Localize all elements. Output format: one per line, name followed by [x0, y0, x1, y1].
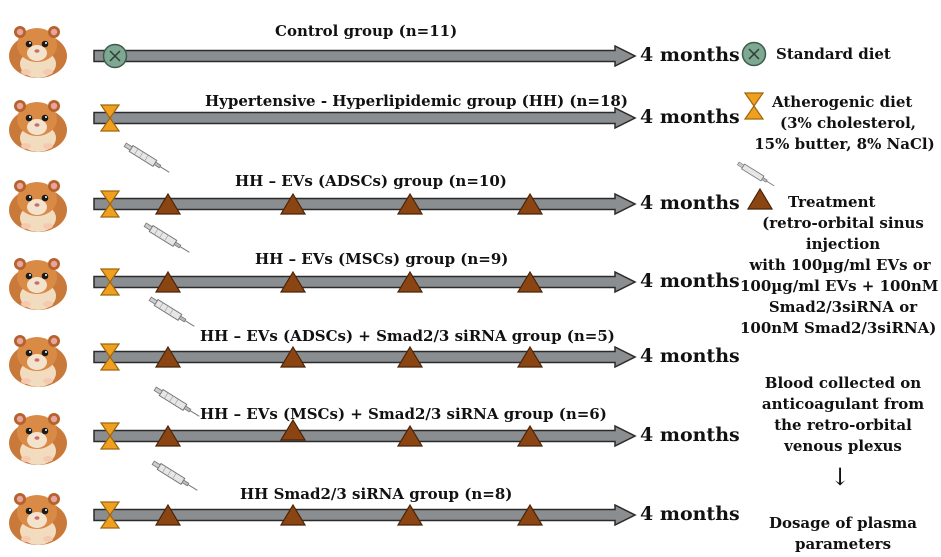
group-title: HH Smad2/3 siRNA group (n=8) — [240, 485, 513, 503]
triangle-icon — [517, 504, 543, 526]
down-arrow-icon: ↓ — [830, 463, 851, 491]
timeline-arrow — [93, 45, 637, 67]
legend-treatment-line-6: Smad2/3siRNA or — [768, 298, 918, 316]
legend-treatment-line-1: Treatment — [788, 193, 876, 211]
hamster-icon — [4, 96, 70, 154]
hourglass-icon — [100, 343, 120, 371]
duration-label: 4 months — [640, 106, 740, 128]
legend-treatment-line-4: with 100µg/ml EVs or — [749, 256, 931, 274]
group-title: HH – EVs (ADSCs) + Smad2/3 siRNA group (… — [200, 327, 615, 345]
triangle-icon — [517, 193, 543, 215]
arrow-shaft — [93, 193, 637, 215]
legend-blood-line-1: Blood collected on — [764, 374, 922, 392]
standard-diet-icon — [741, 41, 767, 67]
triangle-icon — [747, 188, 773, 210]
group-title: Hypertensive - Hyperlipidemic group (HH)… — [205, 92, 628, 110]
syringe-icon — [150, 386, 204, 420]
hamster-icon — [4, 409, 70, 467]
group-row: HH – EVs (MSCs) + Smad2/3 siRNA group (n… — [0, 405, 740, 475]
triangle-icon — [155, 425, 181, 447]
triangle-icon — [397, 193, 423, 215]
hourglass-icon — [100, 422, 120, 450]
duration-label: 4 months — [640, 424, 740, 446]
timeline-arrow — [93, 193, 637, 215]
standard-diet-icon — [102, 43, 128, 69]
triangle-icon — [280, 504, 306, 526]
hourglass-icon — [100, 501, 120, 529]
hourglass-icon — [100, 104, 120, 132]
hourglass-icon — [100, 268, 120, 296]
triangle-icon — [155, 193, 181, 215]
arrow-shaft — [93, 45, 637, 67]
triangle-icon — [397, 425, 423, 447]
arrow-shaft — [93, 504, 637, 526]
legend-blood-line-4: venous plexus — [784, 437, 902, 455]
triangle-icon — [280, 271, 306, 293]
group-row: HH – EVs (ADSCs) group (n=10) 4 months — [0, 172, 740, 242]
legend-treatment-line-7: 100nM Smad2/3siRNA) — [740, 319, 937, 337]
arrow-shaft — [93, 271, 637, 293]
legend-standard-diet: Standard diet — [776, 45, 891, 63]
hamster-icon — [4, 489, 70, 547]
triangle-icon — [155, 504, 181, 526]
legend-atherogenic-line-1: Atherogenic diet — [772, 93, 913, 111]
arrow-shaft — [93, 425, 637, 447]
hamster-icon — [4, 22, 70, 80]
triangle-icon — [397, 271, 423, 293]
duration-label: 4 months — [640, 192, 740, 214]
timeline-arrow — [93, 346, 637, 368]
group-title: HH – EVs (MSCs) group (n=9) — [255, 250, 509, 268]
legend-atherogenic-line-2: (3% cholesterol, — [779, 114, 917, 132]
timeline-arrow — [93, 425, 637, 447]
group-row: HH – EVs (ADSCs) + Smad2/3 siRNA group (… — [0, 327, 740, 397]
triangle-icon — [155, 271, 181, 293]
arrow-shaft — [93, 107, 637, 129]
group-row: Hypertensive - Hyperlipidemic group (HH)… — [0, 92, 740, 162]
group-title: HH – EVs (ADSCs) group (n=10) — [235, 172, 507, 190]
syringe-icon — [145, 296, 199, 330]
legend-blood-line-3: the retro-orbital — [774, 416, 912, 434]
timeline-arrow — [93, 504, 637, 526]
group-title: Control group (n=11) — [275, 22, 458, 40]
legend-treatment-line-5: 100µg/ml EVs + 100nM — [740, 277, 939, 295]
legend-treatment-line-3: injection — [805, 235, 881, 253]
triangle-icon — [280, 346, 306, 368]
hamster-icon — [4, 176, 70, 234]
duration-label: 4 months — [640, 503, 740, 525]
arrow-shaft — [93, 346, 637, 368]
triangle-icon — [517, 346, 543, 368]
duration-label: 4 months — [640, 270, 740, 292]
hourglass-icon — [744, 92, 764, 120]
hourglass-icon — [100, 190, 120, 218]
triangle-icon — [397, 504, 423, 526]
legend-dosage-line-1: Dosage of plasma — [768, 514, 918, 532]
duration-label: 4 months — [640, 345, 740, 367]
syringe-icon — [148, 460, 202, 494]
timeline-arrow — [93, 107, 637, 129]
syringe-icon — [120, 142, 174, 176]
group-row: Control group (n=11) 4 months — [0, 18, 740, 88]
triangle-icon — [517, 271, 543, 293]
legend-dosage-line-2: parameters — [794, 535, 892, 553]
legend-atherogenic-line-3: 15% butter, 8% NaCl) — [754, 135, 935, 153]
triangle-icon — [397, 346, 423, 368]
hamster-icon — [4, 254, 70, 312]
syringe-icon — [736, 161, 775, 187]
group-row: HH Smad2/3 siRNA group (n=8) 4 months — [0, 485, 740, 555]
legend-blood-line-2: anticoagulant from — [761, 395, 925, 413]
triangle-icon — [155, 346, 181, 368]
group-row: HH – EVs (MSCs) group (n=9) 4 months — [0, 250, 740, 320]
triangle-icon — [517, 425, 543, 447]
legend-treatment-line-2: (retro-orbital sinus — [762, 214, 924, 232]
triangle-icon — [280, 419, 306, 441]
hamster-icon — [4, 331, 70, 389]
group-title: HH – EVs (MSCs) + Smad2/3 siRNA group (n… — [200, 405, 607, 423]
timeline-arrow — [93, 271, 637, 293]
duration-label: 4 months — [640, 44, 740, 66]
triangle-icon — [280, 193, 306, 215]
syringe-icon — [140, 222, 194, 256]
